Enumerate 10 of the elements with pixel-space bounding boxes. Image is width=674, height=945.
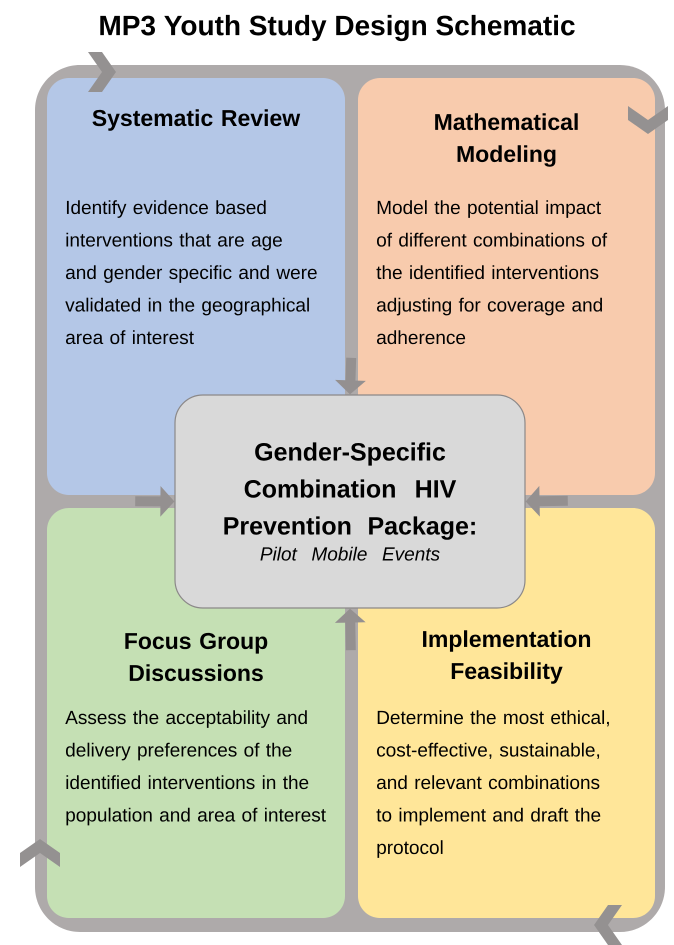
panel-heading: Mathematical Modeling [435, 113, 578, 167]
panel-heading: Systematic Review [92, 109, 300, 131]
panel-text: Determine the most ethical, cost-effective, sustainable, and relevant combinations to implement and draft the protocol [376, 710, 609, 858]
title: MP3 Youth Study Design Schematic [100, 14, 575, 42]
center-box: Gender-Specific Combination HIV Prevention Package: Pilot Mobile Events [174, 394, 526, 609]
panel-text: Assess the acceptability and delivery preferences of the identified interventions in the population and area of interest [65, 710, 326, 826]
panel-text: Model the potential impact of different combinations of the identified interventions adjusting for coverage and adherence [376, 200, 608, 344]
panel-text: Identify evidence based interventions that are age and gender specific and were validated in the geographical area of interest [65, 200, 317, 344]
panel-heading: Implementation Feasibility [423, 630, 590, 684]
panel-heading: Focus Group Discussions [125, 632, 268, 682]
